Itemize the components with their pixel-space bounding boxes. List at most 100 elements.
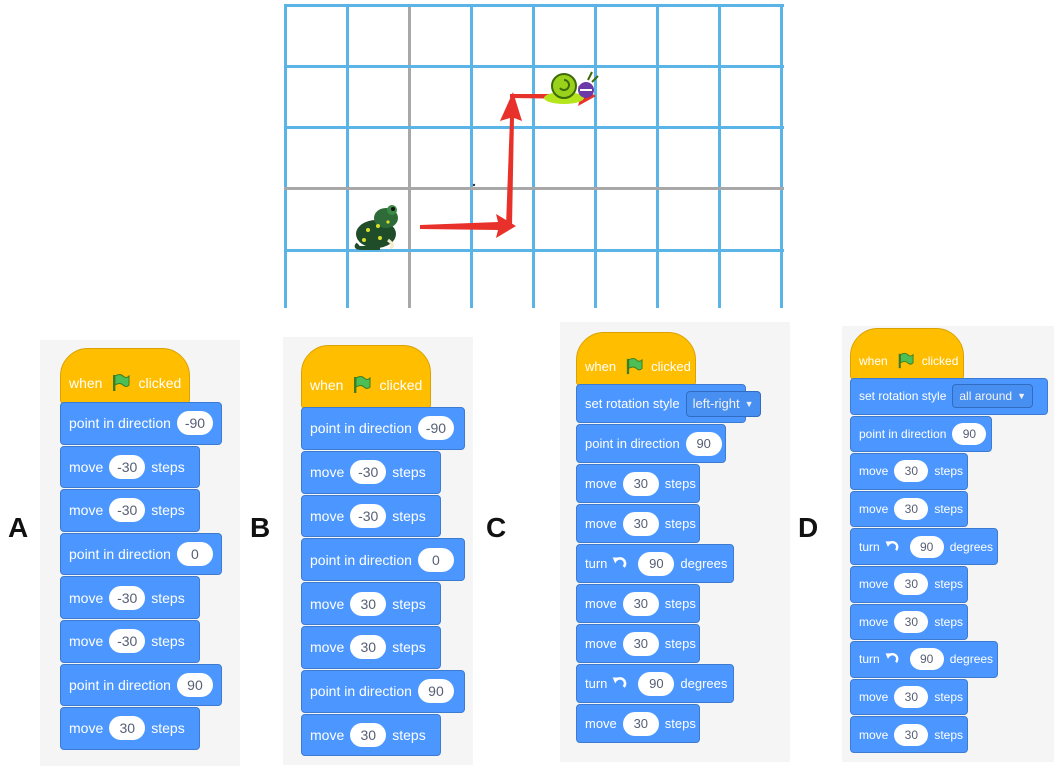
- frog-sprite[interactable]: [350, 200, 406, 252]
- move-value-input[interactable]: -30: [109, 629, 146, 654]
- move-value-input[interactable]: -30: [109, 585, 146, 610]
- when-label: when: [69, 375, 103, 391]
- dropdown-value: left-right: [692, 396, 740, 411]
- rotate-left-icon: [885, 653, 899, 664]
- move-value-input[interactable]: 30: [350, 591, 387, 616]
- point-value-input[interactable]: 90: [176, 672, 213, 697]
- move-value-input[interactable]: 30: [894, 460, 929, 483]
- suffix-label: steps: [392, 726, 426, 743]
- rotate-left-icon: [613, 557, 627, 568]
- move-block[interactable]: move 30 steps: [301, 713, 441, 757]
- move-value-input[interactable]: 30: [894, 686, 929, 709]
- style-label: set rotation style: [585, 396, 680, 411]
- suffix-label: steps: [151, 720, 185, 737]
- suffix-label: degrees: [680, 676, 728, 691]
- point-value-input[interactable]: 0: [417, 547, 454, 572]
- suffix-label: steps: [934, 727, 964, 742]
- suffix-label: degrees: [949, 652, 994, 667]
- move-value-input[interactable]: 30: [622, 511, 659, 536]
- move-value-input[interactable]: 30: [894, 573, 929, 596]
- move-value-input[interactable]: 30: [894, 723, 929, 746]
- move-label: move: [310, 507, 345, 524]
- clicked-label: clicked: [379, 377, 423, 393]
- when-label: when: [585, 358, 617, 374]
- point-block[interactable]: point in direction-90: [60, 402, 222, 445]
- move-value-input[interactable]: -30: [350, 460, 387, 485]
- style-block[interactable]: set rotation style left-right▼: [576, 384, 761, 423]
- arrow-up: [500, 92, 522, 226]
- suffix-label: steps: [392, 595, 426, 612]
- rotation-style-dropdown[interactable]: left-right▼: [685, 390, 761, 417]
- move-value-input[interactable]: 30: [350, 635, 387, 660]
- move-value-input[interactable]: 30: [622, 631, 659, 656]
- move-label: move: [310, 726, 345, 743]
- move-value-input[interactable]: 30: [109, 716, 146, 741]
- point-label: point in direction: [859, 426, 947, 441]
- point-value-input[interactable]: -90: [417, 416, 454, 441]
- point-block[interactable]: point in direction-90: [301, 407, 465, 450]
- point-value-input[interactable]: 0: [176, 542, 213, 567]
- turn-value-input[interactable]: 90: [909, 535, 944, 558]
- point-value-input[interactable]: 90: [952, 422, 987, 445]
- move-value-input[interactable]: 30: [894, 498, 929, 521]
- move-value-input[interactable]: 30: [622, 711, 659, 736]
- move-label: move: [69, 502, 104, 519]
- move-value-input[interactable]: 30: [894, 610, 929, 633]
- point-value-input[interactable]: -90: [176, 411, 213, 436]
- turn-value-input[interactable]: 90: [638, 551, 675, 576]
- arrow-right: [420, 214, 516, 238]
- move-value-input[interactable]: 30: [350, 722, 387, 747]
- suffix-label: steps: [664, 636, 696, 651]
- point-block[interactable]: point in direction 90: [60, 663, 222, 707]
- suffix-label: steps: [934, 502, 964, 517]
- point-block[interactable]: point in direction 90: [850, 415, 992, 453]
- point-value-input[interactable]: 90: [685, 431, 722, 456]
- move-value-input[interactable]: 30: [622, 591, 659, 616]
- rotation-style-dropdown[interactable]: all around▼: [952, 384, 1034, 409]
- move-value-input[interactable]: -30: [350, 503, 387, 528]
- move-value-input[interactable]: 30: [622, 471, 659, 496]
- turn-value-input[interactable]: 90: [909, 648, 944, 671]
- point-value-input[interactable]: 90: [417, 679, 454, 704]
- grid-line: [284, 4, 287, 308]
- move-value-input[interactable]: -30: [109, 498, 146, 523]
- point-label: point in direction: [69, 676, 171, 693]
- move-value-input[interactable]: -30: [109, 454, 146, 479]
- turn-value-input[interactable]: 90: [638, 671, 675, 696]
- snail-sprite[interactable]: [542, 68, 604, 112]
